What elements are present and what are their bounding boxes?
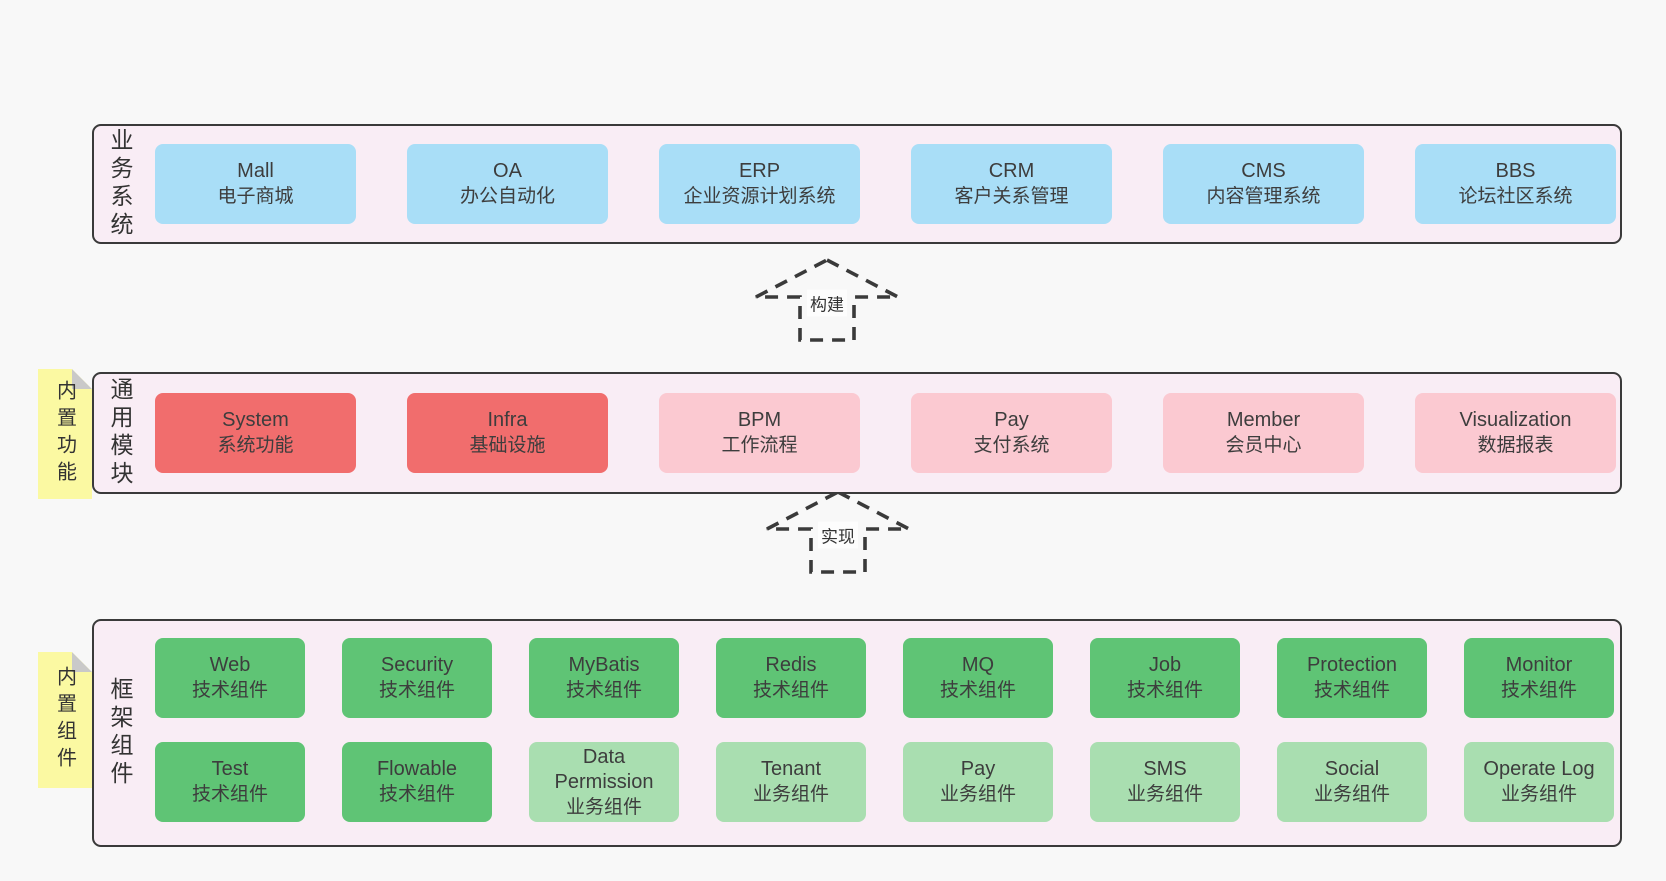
box-subtitle: 技术组件: [191, 784, 268, 805]
box-title: Mall: [237, 160, 274, 182]
box-subtitle: 技术组件: [1500, 680, 1577, 701]
box-title: Social: [1324, 758, 1380, 780]
box-subtitle: 业务组件: [1313, 784, 1390, 805]
box-title: CMS: [1241, 160, 1286, 182]
box-title: Flowable: [376, 758, 458, 780]
arrow-build-label: 构建: [807, 289, 847, 317]
box-mq: MQ 技术组件: [903, 638, 1053, 718]
box-member: Member 会员中心: [1163, 393, 1364, 473]
box-title: Test: [211, 758, 249, 780]
box-visualization: Visualization 数据报表: [1415, 393, 1616, 473]
box-subtitle: 技术组件: [752, 680, 829, 701]
sticky-note-builtin-features: 内置功能: [38, 369, 92, 499]
box-title: Operate Log: [1483, 758, 1595, 780]
box-title: Infra: [487, 409, 528, 431]
box-subtitle: 业务组件: [752, 784, 829, 805]
box-title: SMS: [1143, 758, 1187, 780]
box-system: System 系统功能: [155, 393, 356, 473]
box-title: System: [222, 409, 289, 431]
box-subtitle: 业务组件: [1126, 784, 1203, 805]
box-title: Data Permission: [554, 745, 654, 793]
box-subtitle: 电子商城: [217, 186, 294, 207]
box-title: ERP: [738, 160, 781, 182]
box-erp: ERP 企业资源计划系统: [659, 144, 860, 224]
box-title: MyBatis: [568, 654, 640, 676]
box-infra: Infra 基础设施: [407, 393, 608, 473]
box-crm: CRM 客户关系管理: [911, 144, 1112, 224]
box-subtitle: 基础设施: [469, 435, 546, 456]
box-oa: OA 办公自动化: [407, 144, 608, 224]
box-pay-component: Pay 业务组件: [903, 742, 1053, 822]
box-subtitle: 技术组件: [565, 680, 642, 701]
box-title: Pay: [994, 409, 1029, 431]
box-flowable: Flowable 技术组件: [342, 742, 492, 822]
box-subtitle: 客户关系管理: [954, 186, 1069, 207]
sticky-note-label: 内置功能: [53, 380, 76, 488]
box-pay-module: Pay 支付系统: [911, 393, 1112, 473]
box-protection: Protection 技术组件: [1277, 638, 1427, 718]
box-title: CRM: [988, 160, 1035, 182]
box-title: Security: [380, 654, 454, 676]
box-test: Test 技术组件: [155, 742, 305, 822]
arrow-up-implement: 实现: [763, 489, 913, 575]
box-subtitle: 业务组件: [1500, 784, 1577, 805]
section-business-systems: 业务系统 Mall 电子商城 OA 办公自动化 ERP 企业资源计划系统 CRM…: [92, 124, 1622, 244]
box-title: Visualization: [1459, 409, 1572, 431]
box-title: Web: [209, 654, 251, 676]
box-title: Monitor: [1505, 654, 1573, 676]
box-subtitle: 会员中心: [1225, 435, 1302, 456]
box-title: BBS: [1495, 160, 1536, 182]
box-title: Protection: [1306, 654, 1398, 676]
box-sms: SMS 业务组件: [1090, 742, 1240, 822]
box-job: Job 技术组件: [1090, 638, 1240, 718]
box-operate-log: Operate Log 业务组件: [1464, 742, 1614, 822]
box-social: Social 业务组件: [1277, 742, 1427, 822]
box-title: Redis: [765, 654, 817, 676]
box-subtitle: 业务组件: [565, 796, 642, 818]
box-subtitle: 系统功能: [217, 435, 294, 456]
box-security: Security 技术组件: [342, 638, 492, 718]
box-subtitle: 技术组件: [1126, 680, 1203, 701]
box-web: Web 技术组件: [155, 638, 305, 718]
box-bpm: BPM 工作流程: [659, 393, 860, 473]
box-subtitle: 技术组件: [939, 680, 1016, 701]
box-subtitle: 工作流程: [721, 435, 798, 456]
box-subtitle: 技术组件: [1313, 680, 1390, 701]
box-data-permission: Data Permission 业务组件: [529, 742, 679, 822]
box-subtitle: 论坛社区系统: [1458, 186, 1573, 207]
section-label-business-systems: 业务系统: [107, 128, 133, 240]
box-title: MQ: [961, 654, 995, 676]
arrow-up-build: 构建: [752, 257, 902, 343]
box-title: OA: [493, 160, 522, 182]
box-subtitle: 技术组件: [378, 784, 455, 805]
box-subtitle: 技术组件: [191, 680, 268, 701]
box-subtitle: 支付系统: [973, 435, 1050, 456]
sticky-note-label: 内置组件: [53, 666, 76, 774]
section-label-framework-components: 框架组件: [107, 677, 133, 789]
box-title: Tenant: [760, 758, 822, 780]
box-redis: Redis 技术组件: [716, 638, 866, 718]
box-subtitle: 企业资源计划系统: [683, 186, 836, 207]
section-common-modules: 通用模块 System 系统功能 Infra 基础设施 BPM 工作流程 Pay…: [92, 372, 1622, 494]
box-cms: CMS 内容管理系统: [1163, 144, 1364, 224]
box-subtitle: 办公自动化: [459, 186, 555, 207]
arrow-implement-label: 实现: [818, 521, 858, 549]
box-subtitle: 技术组件: [378, 680, 455, 701]
sticky-note-builtin-components: 内置组件: [38, 652, 92, 788]
box-title: Member: [1226, 409, 1301, 431]
section-framework-components: 框架组件 Web 技术组件 Security 技术组件 MyBatis 技术组件…: [92, 619, 1622, 847]
box-monitor: Monitor 技术组件: [1464, 638, 1614, 718]
box-subtitle: 业务组件: [939, 784, 1016, 805]
box-subtitle: 内容管理系统: [1206, 186, 1321, 207]
section-label-common-modules: 通用模块: [107, 377, 133, 489]
box-title: Job: [1148, 654, 1182, 676]
box-tenant: Tenant 业务组件: [716, 742, 866, 822]
box-mall: Mall 电子商城: [155, 144, 356, 224]
box-mybatis: MyBatis 技术组件: [529, 638, 679, 718]
box-title: Pay: [960, 758, 996, 780]
box-title: BPM: [737, 409, 782, 431]
box-bbs: BBS 论坛社区系统: [1415, 144, 1616, 224]
box-subtitle: 数据报表: [1477, 435, 1554, 456]
